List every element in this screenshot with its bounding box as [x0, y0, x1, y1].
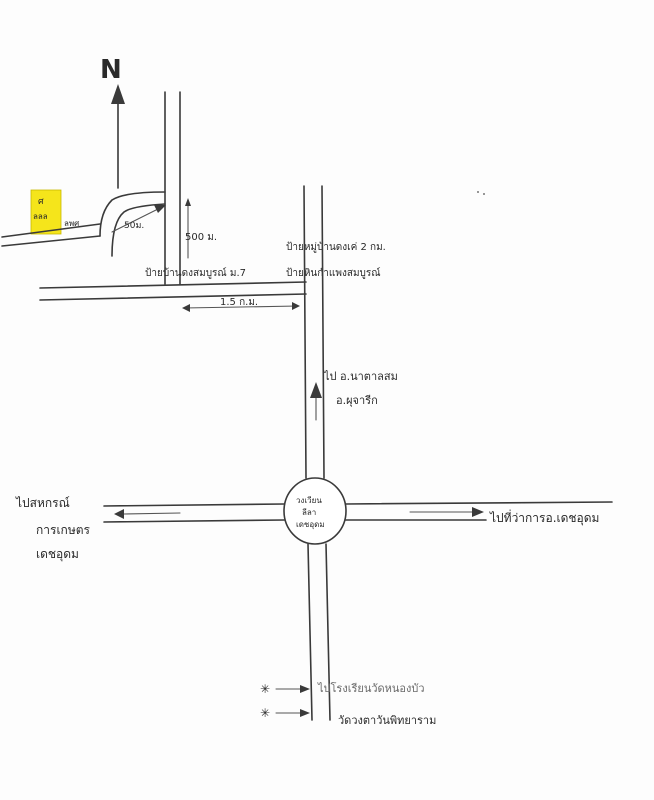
east-direction-arrow-head: [472, 507, 484, 517]
branch-road-inner: [111, 203, 166, 257]
destination-line2: ลลล: [33, 212, 48, 221]
distance-east-arrow-right: [292, 302, 300, 310]
distance-east-label: 1.5 ก.ม.: [220, 297, 258, 308]
branch-road: 50ม.: [99, 191, 166, 257]
landmark-top-right-1: ป้ายหมู่บ้านดงเค่ 2 กม.: [286, 241, 386, 253]
main-road-east-edge-north: [321, 185, 325, 479]
main-vertical-road: [303, 185, 331, 721]
destination-line1: ศ: [38, 197, 44, 207]
north-direction-arrow-head: [310, 382, 322, 398]
north-label: N: [100, 55, 122, 85]
roundabout-label-2: ลีลา: [302, 508, 316, 517]
roundabout: วงเวียน ลีลา เดชอุดม: [283, 477, 347, 545]
direction-west-1: ไปสหกรณ์: [15, 496, 70, 510]
roundabout-label-3: เดชอุดม: [296, 520, 325, 529]
entrance-road-top: [1, 223, 101, 238]
entrance-road: ลพศ: [1, 219, 101, 247]
north-arrow-head: [111, 84, 125, 104]
top-horizontal-road: 1.5 ก.ม.: [39, 281, 307, 312]
east-road: [345, 501, 613, 521]
top-road-north-edge: [39, 281, 307, 289]
west-road-north-edge: [103, 503, 285, 507]
top-road-south-edge: [39, 293, 307, 301]
branch-arrow-shaft: [111, 207, 161, 233]
entrance-road-bottom: [1, 235, 101, 247]
south-marker-star-2: ✳: [260, 706, 270, 720]
west-road-south-edge: [103, 519, 285, 523]
direction-south-1: ไปโรงเรียนวัดหนองบัว: [317, 681, 425, 695]
landmark-top-right-2: ป้ายหินกำแพงสมบูรณ์: [286, 267, 381, 279]
west-direction-arrow-head: [114, 509, 124, 519]
branch-road-outer: [99, 191, 166, 237]
branch-arrow-head: [154, 205, 166, 213]
side-road-north: 500 ม.: [164, 91, 217, 285]
south-markers: ✳ ✳: [260, 682, 310, 720]
east-road-north-edge: [345, 501, 613, 505]
entrance-left-label: ลพศ: [64, 219, 79, 228]
west-road: [103, 503, 285, 523]
direction-north-1: ไป อ.นาตาลสม: [323, 370, 398, 383]
distance-north-label: 500 ม.: [185, 232, 217, 243]
north-arrow: N: [100, 55, 125, 189]
destination-marker: ศ ลลล: [30, 189, 62, 235]
roundabout-label-1: วงเวียน: [296, 496, 322, 505]
entrance-right-label: 50ม.: [124, 221, 144, 231]
roundabout-circle: [283, 477, 347, 545]
south-marker-arrow-1: [300, 685, 310, 693]
direction-north-2: อ.ผุจารีก: [336, 394, 378, 407]
direction-west-3: เดชอุดม: [36, 547, 79, 562]
direction-east: ไปที่ว่าการอ.เดชอุดม: [489, 509, 599, 526]
distance-north-arrow-top: [185, 198, 191, 206]
main-road-east-edge-south: [325, 543, 331, 721]
destination-highlight: [30, 189, 62, 235]
distance-east-arrow-left: [182, 304, 190, 312]
direction-south-2: วัดวงตาวันพิทยาราม: [338, 714, 436, 727]
landmark-top-left: ป้ายบ้านดงสมบูรณ์ ม.7: [145, 267, 246, 279]
stray-dot-2: [483, 193, 485, 195]
main-road-west-edge-north: [303, 185, 307, 479]
south-marker-star-1: ✳: [260, 682, 270, 696]
stray-dot-1: [477, 191, 479, 193]
direction-west-2: การเกษตร: [36, 523, 91, 537]
main-road-west-edge-south: [307, 543, 313, 721]
south-marker-arrow-2: [300, 709, 310, 717]
distance-east-marker: [183, 305, 299, 309]
west-direction-arrow-shaft: [123, 512, 181, 515]
